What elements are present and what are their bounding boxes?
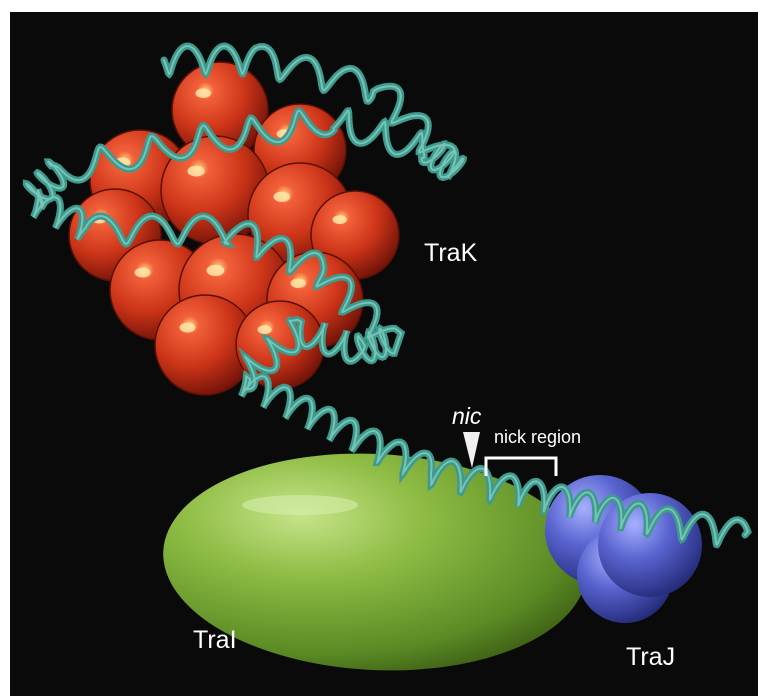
trak-sphere-highlight: [258, 325, 272, 334]
trak-sphere-highlight: [273, 192, 290, 202]
trak-sphere-highlight: [206, 265, 224, 276]
nic-label: nic: [452, 403, 482, 429]
nick-region-label: nick region: [494, 427, 581, 447]
trai-label: TraI: [193, 626, 237, 654]
traj-label: TraJ: [626, 643, 675, 671]
trak-sphere-highlight: [180, 323, 196, 333]
trak-label: TraK: [424, 239, 478, 267]
trak-sphere-highlight: [187, 166, 204, 177]
trak-sphere-highlight: [291, 278, 306, 288]
trak-sphere-highlight: [196, 88, 211, 98]
trak-sphere-highlight: [135, 268, 151, 278]
trak-sphere-highlight: [333, 215, 347, 224]
